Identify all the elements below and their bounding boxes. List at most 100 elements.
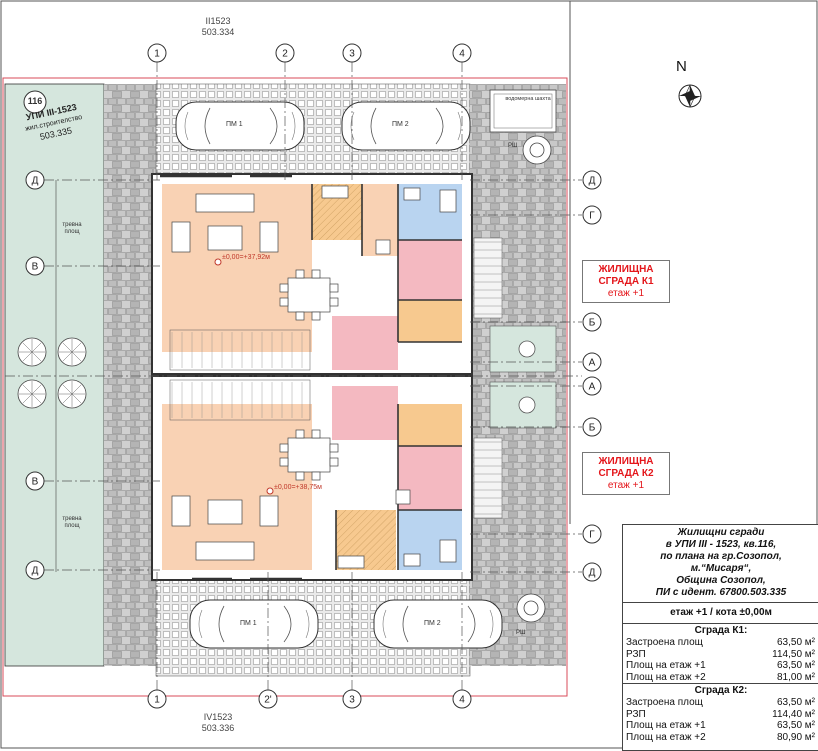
k2-row-label: Площ на етаж +1 [626,720,706,731]
k2-row: Застроена площ 63,50 м² [623,697,818,709]
title-block-heading: Жилищни сгради в УПИ III - 1523, кв.116,… [623,525,818,603]
plot-boundary [2,77,568,697]
svg-text:4: 4 [459,49,465,60]
title-line: по плана на гр.Созопол, [660,551,782,562]
svg-text:Г: Г [589,530,595,541]
axis-bubble-right: А [582,376,602,396]
k1-stair-hall [332,316,398,370]
k2-stair-hall [332,386,398,440]
k2-row: Площ на етаж +1 63,50 м² [623,720,818,732]
svg-text:А: А [589,358,596,369]
k1-row: Застроена площ 63,50 м² [623,637,818,649]
k2-heading: Сграда К2: [694,685,748,696]
svg-text:Д: Д [32,176,39,187]
plot-label-top: II1523 503.334 [192,16,244,38]
svg-text:Д: Д [589,568,596,579]
k1-row-label: Площ на етаж +1 [626,660,706,671]
k1-furniture [171,185,457,321]
parking-bottom-1: ПМ 1 [240,620,257,627]
title-line: Община Созопол, [676,575,766,586]
stone-paving-left [104,84,156,666]
north-arrow-icon [678,84,702,108]
k1-row-value: 63,50 м² [776,660,815,671]
plot-bottom-id: IV1523 [203,712,233,722]
svg-text:В: В [32,477,39,488]
k2-row-value: 80,90 м² [776,731,815,743]
k2-row: РЗП 114,40 м² [623,709,818,721]
axis-bubble-left: В [25,256,45,276]
car-top-2 [341,101,471,151]
k2-storage [398,404,462,446]
k2-row-value: 114,40 м² [772,708,815,720]
k1-storage [398,300,462,342]
k1-row-label: Площ на етаж +2 [626,671,706,683]
k1-row-value: 63,50 м² [776,637,815,648]
title-line: в УПИ III - 1523, кв.116, [665,539,777,550]
plot-bottom-number: 503.336 [201,723,235,733]
car-bottom-2 [373,599,503,649]
k1-hall [398,240,462,300]
k2-row-value: 63,50 м² [776,697,815,708]
title-line: Жилищни сгради [677,527,765,538]
parking-bottom-2: ПМ 2 [424,620,441,627]
svg-text:3: 3 [349,695,355,706]
plot-top-id: II1523 [205,16,231,26]
axis-bubble-left: Д [25,170,45,190]
grass-label-top: тревна площ [62,222,82,235]
svg-text:Б: Б [589,423,596,434]
axis-bubble-left: В [25,471,45,491]
axis-bubble-bottom: 3 [342,689,362,709]
k2-row-label: РЗП [626,708,646,720]
axis-bubble-right: Б [582,312,602,332]
svg-text:1: 1 [154,695,160,706]
parking-top-2: ПМ 2 [392,121,409,128]
svg-text:4: 4 [459,695,465,706]
grass-label-bottom: тревна площ [62,516,82,529]
axis-bubble-bottom: 1 [147,689,167,709]
axis-bubble-right: Г [582,524,602,544]
svg-text:1: 1 [154,49,160,60]
k1-row-label: Застроена площ [626,637,703,648]
axis-bubble-right: А [582,352,602,372]
k2-row-label: Площ на етаж +2 [626,731,706,743]
pump-label-top: РШ [508,143,518,149]
level-k1: ±0,00=+37,92м [222,254,270,261]
svg-text:Г: Г [589,211,595,222]
k2-row: Площ на етаж +2 80,90 м² [623,732,818,744]
axis-bubble-left: Д [25,560,45,580]
plot-number: 116 [27,96,43,106]
k2-row-value: 63,50 м² [776,720,815,731]
title-line: ПИ с идент. 67800.503.335 [655,587,787,598]
k1-row-value: 114,50 м² [772,648,815,660]
building-k2-floor: етаж +1 [607,480,645,491]
title-line: м.“Мисаря“, [690,563,752,574]
k1-row: РЗП 114,50 м² [623,649,818,661]
building-k1-line2: СГРАДА К1 [598,276,654,287]
pump-label-bottom: РШ [516,630,526,636]
svg-text:2': 2' [264,695,272,706]
svg-text:Д: Д [589,176,596,187]
axis-bubble-top: 1 [147,43,167,63]
axis-bubble-bottom: 2' [258,689,278,709]
building-k1-floor: етаж +1 [607,288,645,299]
k1-row-label: РЗП [626,648,646,660]
k2-row-label: Застроена площ [626,697,703,708]
building-k1-line1: ЖИЛИЩНА [598,264,654,275]
parking-top-1: ПМ 1 [226,121,243,128]
axis-bubble-bottom: 4 [452,689,472,709]
k1-row: Площ на етаж +2 81,00 м² [623,671,818,684]
svg-text:А: А [589,382,596,393]
water-meter-box [489,89,557,133]
plot-label-bottom: IV1523 503.336 [192,712,244,734]
svg-text:2: 2 [282,49,288,60]
axis-bubble-right: Г [582,205,602,225]
water-meter-label: водомерна шахта [505,96,551,102]
k1-row-value: 81,00 м² [776,671,815,683]
building-k2-label: ЖИЛИЩНА СГРАДА К2 етаж +1 [582,452,670,495]
car-bottom-1 [189,599,319,649]
building-k2-line1: ЖИЛИЩНА [598,456,654,467]
axis-bubble-top: 2 [275,43,295,63]
floor-level: етаж +1 / кота ±0,00м [623,603,818,624]
